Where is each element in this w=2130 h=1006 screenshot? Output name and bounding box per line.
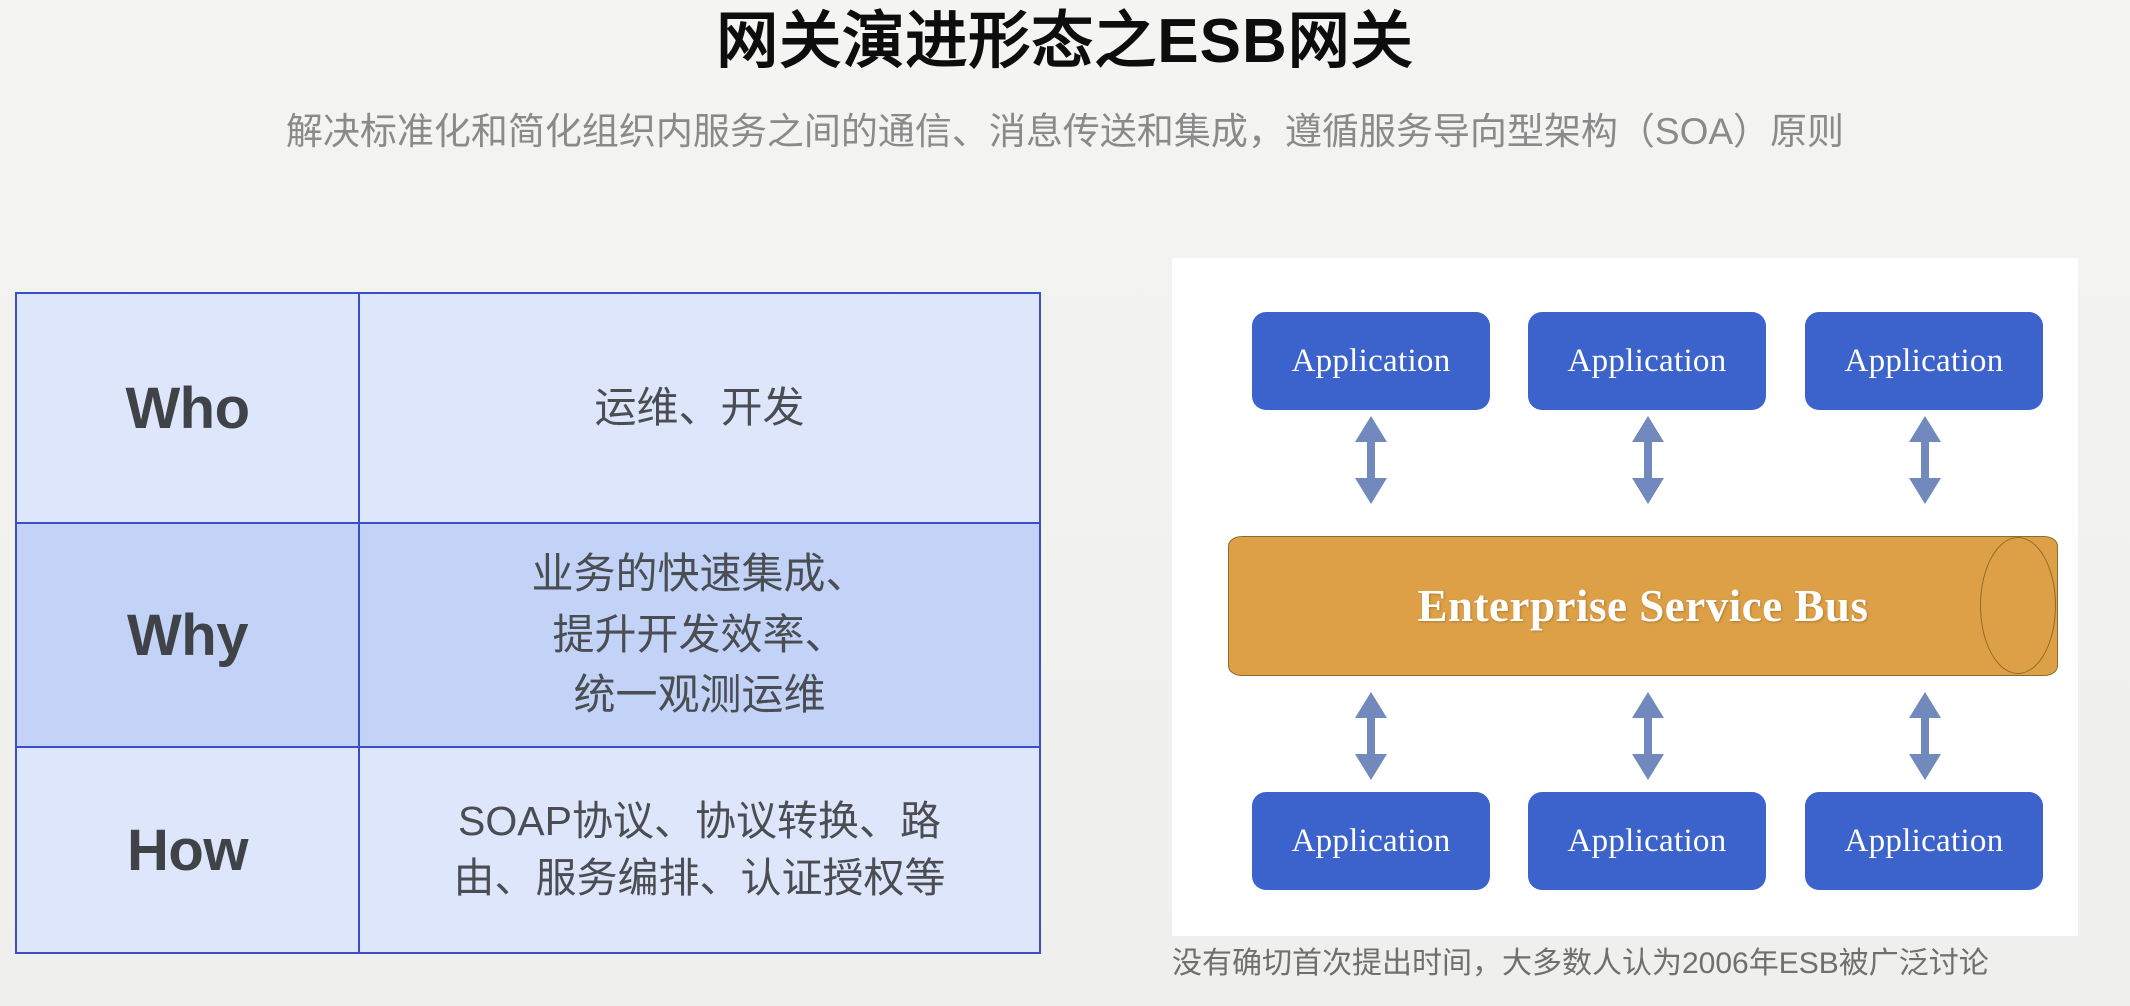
- esb-caption: 没有确切首次提出时间，大多数人认为2006年ESB被广泛讨论: [1172, 947, 1989, 980]
- double-arrow-icon: [1355, 416, 1387, 504]
- app-box-bottom-2: Application: [1528, 792, 1766, 890]
- table-row-value: 运维、开发: [594, 383, 805, 431]
- app-box-top-1: Application: [1252, 312, 1490, 410]
- double-arrow-icon: [1632, 416, 1664, 504]
- page-subtitle: 解决标准化和简化组织内服务之间的通信、消息传送和集成，遵循服务导向型架构（SOA…: [285, 111, 1845, 152]
- esb-label: Enterprise Service Bus: [1417, 581, 1869, 631]
- table-row-key: Who: [17, 294, 360, 522]
- table-row: Who 运维、开发: [17, 294, 1039, 522]
- app-box-top-2: Application: [1528, 312, 1766, 410]
- double-arrow-icon: [1909, 692, 1941, 780]
- cylinder-end-cap: [1980, 537, 2056, 674]
- table-row-key: How: [17, 748, 360, 952]
- page-title: 网关演进形态之ESB网关: [716, 7, 1414, 76]
- enterprise-service-bus-shape: Enterprise Service Bus: [1228, 536, 2058, 676]
- table-row-value: SOAP协议、协议转换、路 由、服务编排、认证授权等: [453, 798, 946, 901]
- app-box-bottom-1: Application: [1252, 792, 1490, 890]
- table-row: How SOAP协议、协议转换、路 由、服务编排、认证授权等: [17, 748, 1039, 952]
- double-arrow-icon: [1632, 692, 1664, 780]
- table-row-value: 业务的快速集成、 提升开发效率、 统一观测运维: [531, 549, 868, 719]
- cylinder-body: [1228, 536, 2058, 676]
- double-arrow-icon: [1909, 416, 1941, 504]
- double-arrow-icon: [1355, 692, 1387, 780]
- app-box-bottom-3: Application: [1805, 792, 2043, 890]
- table-row-key: Why: [17, 524, 360, 746]
- table-row: Why 业务的快速集成、 提升开发效率、 统一观测运维: [17, 522, 1039, 748]
- app-box-top-3: Application: [1805, 312, 2043, 410]
- wwh-table: Who 运维、开发 Why 业务的快速集成、 提升开发效率、 统一观测运维 Ho…: [15, 292, 1041, 954]
